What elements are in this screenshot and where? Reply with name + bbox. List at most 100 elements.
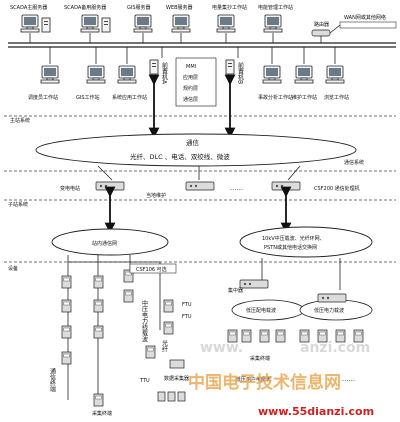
gis-ws-icon — [86, 65, 106, 84]
watermark-url: www.55dianzi.com — [258, 405, 374, 418]
local-maint-label: 当地维护 — [146, 192, 166, 199]
field-device-icon — [123, 289, 134, 303]
gis-ws-label: GIS工作站 — [76, 94, 100, 101]
comm-terminal-label: 通信终端 — [49, 367, 56, 393]
front-end-b-icon — [225, 59, 235, 75]
meter-manage-station-label: 电能管理工作站 — [258, 4, 293, 11]
comm-cloud: 通信 光纤、DLC 、电话、双绞线、微波 — [35, 133, 357, 167]
maintenance-ws-icon — [294, 65, 314, 84]
front-end-group: 前置机A 前置机B MMI 应用层 规约层 通信层 — [149, 57, 244, 107]
station-net-cloud: 站内通信网 — [51, 228, 169, 256]
watermark-left: www. — [200, 340, 243, 356]
concentrator-label: 集中器 — [228, 287, 243, 294]
lv-users-label: 低压用户电能表 — [236, 376, 271, 383]
concentrator-icon — [239, 279, 269, 289]
field-right: 集中器 低压配电载波 低压电力载波 采集终端 低压用户电能表 …… — [227, 258, 373, 383]
data-collector-icon — [169, 359, 185, 369]
dots: …… — [230, 184, 243, 192]
equipment-label: 设备 — [8, 265, 18, 272]
master-system-label: 主站系统 — [10, 117, 30, 124]
field-device-icon — [61, 275, 72, 289]
lv-plc-label: 低压配电载波 — [246, 307, 276, 314]
mmi-layer-box — [175, 57, 217, 107]
mmi-line: MMI — [186, 64, 196, 70]
server-row: SCADA主服务器 SCADA备用服务器 GIS服务器 WEB服务器 电量集抄工… — [10, 4, 397, 43]
csf200-label: CSF200 通信处理机 — [314, 185, 360, 192]
scada-main-server-icon — [20, 14, 40, 33]
fiber-label: 光纤 — [161, 339, 168, 353]
mmi-line: 应用层 — [183, 74, 198, 81]
maintenance-ws-label: 维护工作站 — [292, 94, 317, 101]
dispatcher-ws-icon — [40, 65, 60, 84]
collect-terminal2-label: 采集终端 — [250, 355, 270, 362]
ftu-icon — [163, 299, 174, 313]
router-wan-link — [329, 24, 341, 34]
front-end-a-icon — [149, 59, 159, 75]
scada-backup-server-label: SCADA备用服务器 — [64, 4, 106, 11]
field-device-icon — [93, 299, 104, 313]
accident-ws-label: 事故分析工作站 — [258, 94, 293, 101]
server-tower-icon — [101, 17, 111, 33]
csf200-device-icon — [271, 181, 301, 191]
mv-plc-label: 中压电力线载波 — [141, 299, 148, 343]
comm-system-label: 通信系统 — [344, 159, 364, 166]
wan-box — [339, 21, 397, 29]
field-device-icon — [93, 275, 104, 289]
accident-ws-icon — [262, 65, 282, 84]
mmi-line: 通信层 — [183, 96, 198, 103]
front-end-a-label: 前置机A — [161, 61, 168, 85]
mv-net-cloud: 10kV中压载波、光纤环网、 PSTN或其他电话交换网 — [239, 226, 373, 258]
gis-server-label: GIS服务器 — [127, 4, 151, 11]
server-drops — [29, 33, 322, 43]
comm-methods: 光纤、DLC 、电话、双绞线、微波 — [130, 152, 230, 161]
field-device-icon — [93, 325, 104, 339]
field-device-icon — [61, 325, 72, 339]
substation-system-label: 子站系统 — [8, 201, 28, 208]
collect-terminal-icon — [93, 393, 104, 407]
workstation-row: 调度员工作站 GIS工作站 系统应用工作站 事故分析工作站 维护工作站 浏览工作… — [28, 47, 349, 101]
csf106-box — [129, 263, 177, 274]
collect-terminal-label: 采集终端 — [92, 410, 112, 417]
watermark: www. anzi.com 中国电子技术信息网 www.55dianzi.com — [188, 340, 374, 418]
meter-row — [157, 391, 186, 402]
ftu-label: FTU — [182, 314, 192, 320]
watermark-right: anzi.com — [300, 340, 370, 356]
lan-bus — [8, 42, 396, 48]
front-end-b-label: 前置机B — [237, 61, 244, 84]
station-net-label: 站内通信网 — [92, 240, 117, 247]
ftu-icon — [163, 321, 174, 335]
browse-ws-icon — [325, 65, 345, 84]
field-device-icon — [61, 299, 72, 313]
web-server-icon — [171, 14, 191, 33]
router-icon — [311, 29, 331, 37]
meter-read-station-label: 电量集抄工作站 — [212, 4, 247, 11]
concentrator-icon — [317, 293, 347, 303]
app-ws-icon — [117, 65, 137, 84]
bottom-dots: …… — [342, 375, 355, 383]
scada-backup-server-icon — [80, 14, 100, 33]
watermark-chinese: 中国电子技术信息网 — [188, 372, 341, 393]
gis-server-icon — [133, 14, 153, 33]
app-ws-label: 系统应用工作站 — [112, 94, 147, 101]
workstation-drops — [49, 47, 336, 64]
meter-manage-station-icon — [263, 14, 283, 33]
substation-label: 变电电站 — [60, 185, 80, 192]
wan-label: WAN网或其他网络 — [344, 14, 386, 21]
lv-plc-label: 低压电力载波 — [314, 307, 344, 314]
browse-ws-label: 浏览工作站 — [324, 94, 349, 101]
local-maint-device-icon — [185, 181, 215, 191]
dispatcher-ws-label: 调度员工作站 — [28, 94, 58, 101]
mmi-line: 规约层 — [183, 85, 198, 92]
scada-main-server-label: SCADA主服务器 — [10, 4, 47, 11]
ttu-label: TTU — [139, 378, 150, 384]
substation-device-icon — [95, 181, 125, 191]
field-device-icon — [61, 351, 72, 365]
router-label: 路由器 — [314, 21, 329, 28]
mv-net-line1: 10kV中压载波、光纤环网、 — [262, 235, 325, 242]
comm-title: 通信 — [186, 138, 200, 147]
field-left: CSF106 可选 中压电力线载波 FTU FTU 光纤 TTU 数据采集器 通… — [49, 255, 192, 417]
ftu-label: FTU — [182, 302, 192, 308]
mv-net-line2: PSTN或其他电话交换网 — [264, 244, 317, 251]
server-tower-icon — [41, 17, 51, 33]
